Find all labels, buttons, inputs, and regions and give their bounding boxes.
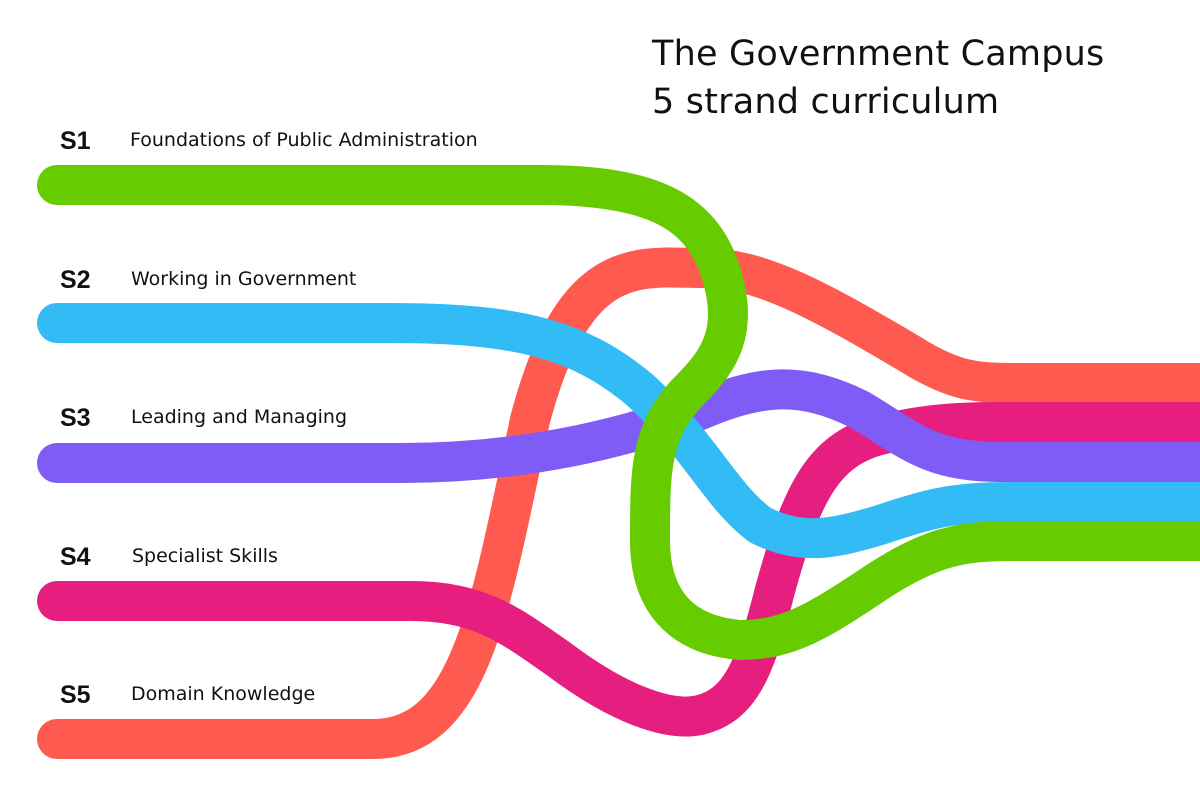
strand-name-s5: Domain Knowledge: [131, 683, 316, 705]
strand-line-s3: [37, 369, 1200, 483]
diagram-title: The Government Campus 5 strand curriculu…: [652, 30, 1104, 126]
strand-code-s4: S4: [60, 543, 91, 571]
strand-name-s3: Leading and Managing: [131, 406, 348, 428]
strand-code-s3: S3: [60, 404, 91, 432]
title-line-2: 5 strand curriculum: [652, 82, 1000, 122]
strand-code-s1: S1: [60, 127, 91, 155]
strand-code-s5: S5: [60, 681, 91, 709]
strand-line-s5: [37, 247, 1200, 759]
strand-line-s1: [37, 165, 1200, 660]
title-line-1: The Government Campus: [652, 34, 1105, 74]
strand-name-s1: Foundations of Public Administration: [130, 129, 478, 151]
strand-code-s2: S2: [60, 266, 91, 294]
strand-name-s2: Working in Government: [131, 268, 357, 290]
strand-line-s2: [37, 303, 1200, 559]
strand-name-s4: Specialist Skills: [132, 545, 278, 567]
